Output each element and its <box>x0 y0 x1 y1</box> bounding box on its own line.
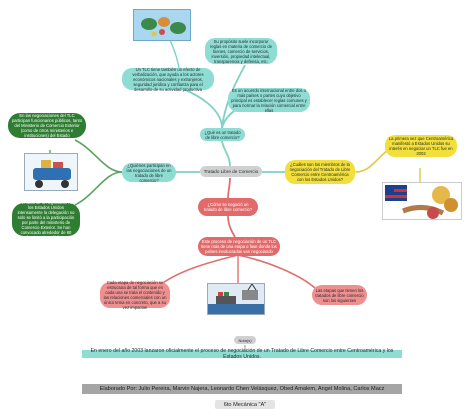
grade-label: 6to Mecánica "A" <box>215 400 275 409</box>
definition-node-2: Su propósito suele incorporar reglas en … <box>205 38 277 64</box>
how-node-2: Cada etapa de negociación se estructura … <box>100 280 170 310</box>
note-label: Nota(s) <box>234 336 256 344</box>
authors-banner: Elaborado Por: Julio Pereira, Marvin Naj… <box>82 384 402 394</box>
note-banner: En enero del año 2003 lanzaron oficialme… <box>82 348 402 360</box>
central-topic: Tratado Libre de Comercio <box>200 166 262 177</box>
ports-trade-image <box>207 283 265 315</box>
how-node-3: Las etapas que tienen los tratados de li… <box>312 285 367 305</box>
flags-handshake-image <box>382 182 462 220</box>
world-map-image <box>133 9 191 41</box>
question-how-node: ¿Cómo se negoció un tratado de libre com… <box>198 198 258 216</box>
definition-node-1: Un TLC tiene también un efecto de verbal… <box>122 67 214 92</box>
question-who-node: ¿Quiénes participan en las negociaciones… <box>122 163 176 183</box>
members-node-1: La primera vez que Centroamérica manifes… <box>385 135 457 157</box>
definition-node-3: Es un acuerdo internacional entre dos o … <box>228 88 310 113</box>
trade-illustration-image <box>24 153 78 191</box>
who-node-1: En las negociaciones del TLC participan … <box>8 113 86 138</box>
how-node-1: Este proceso de negociación de un TLC ti… <box>198 237 280 256</box>
who-node-2: En el caso de la negociación con los Est… <box>12 200 80 240</box>
question-members-node: ¿Cuáles son los miembros de la negociaci… <box>285 160 355 184</box>
question-what-node: ¿Qué es un tratado de libre comercio? <box>200 128 245 141</box>
